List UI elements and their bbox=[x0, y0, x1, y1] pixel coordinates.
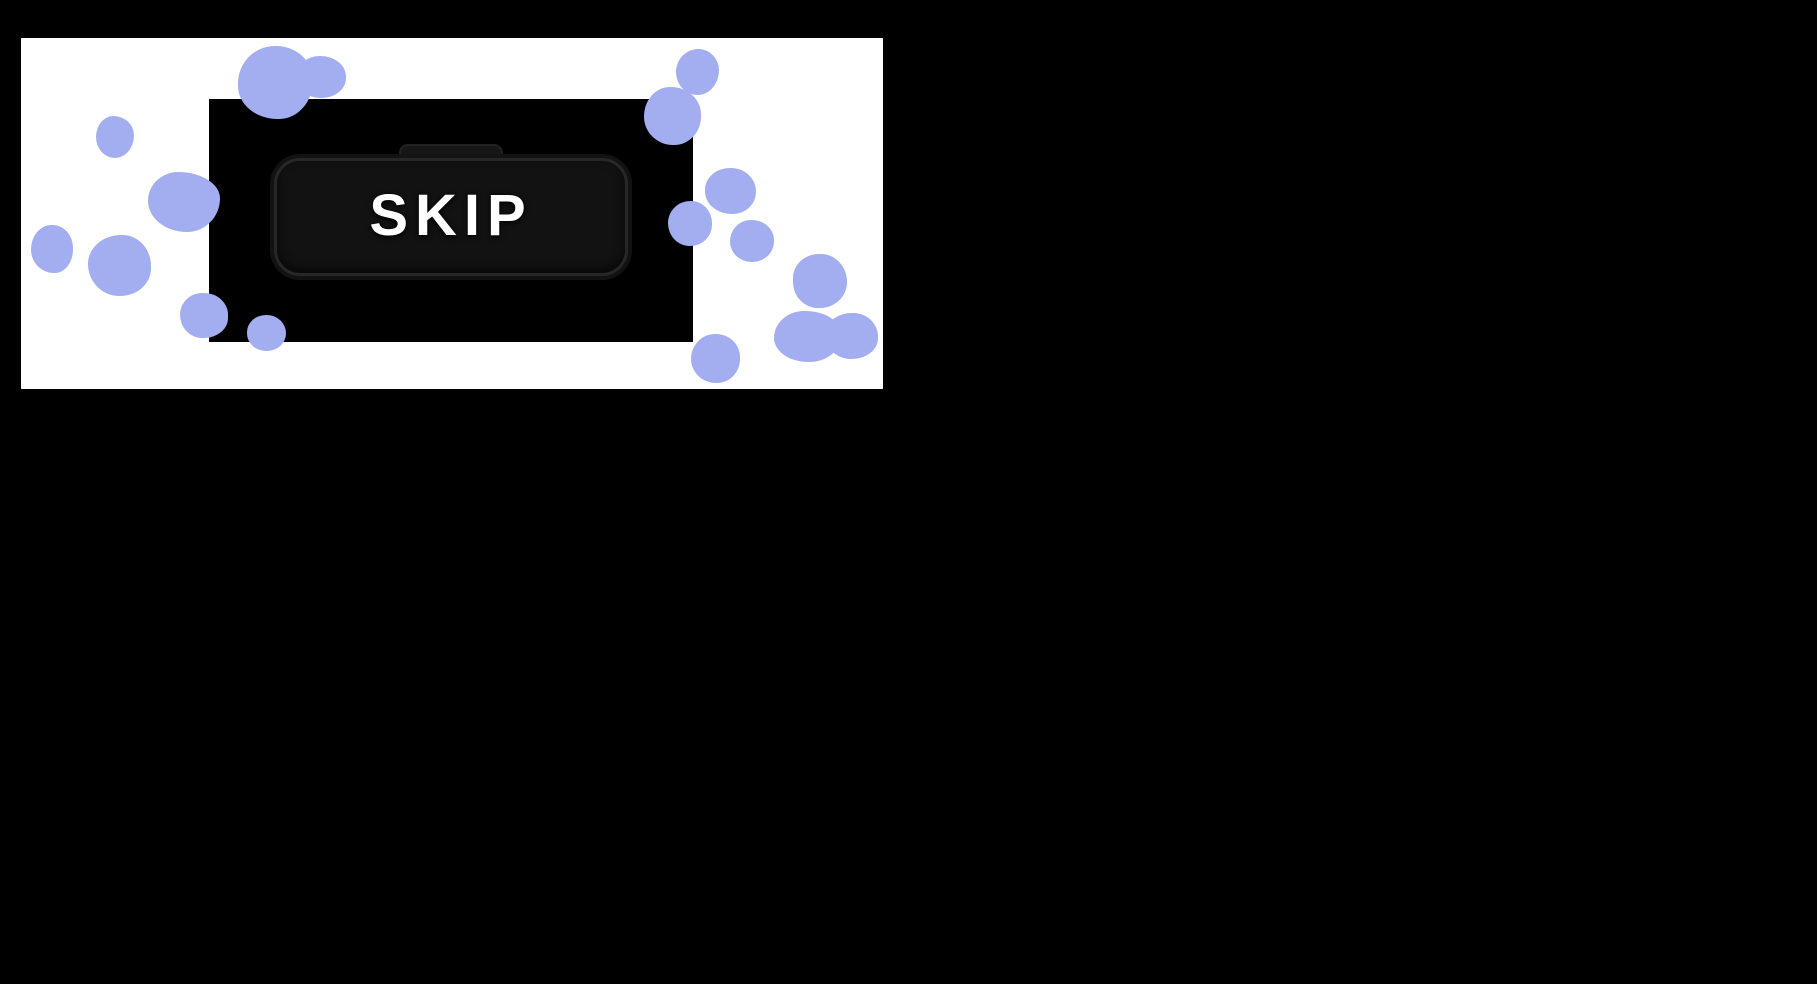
skip-button[interactable]: SKIP bbox=[274, 158, 628, 276]
game-area: SKIP bbox=[21, 38, 883, 389]
skip-button-label: SKIP bbox=[369, 182, 533, 248]
skip-panel: SKIP bbox=[209, 99, 693, 342]
